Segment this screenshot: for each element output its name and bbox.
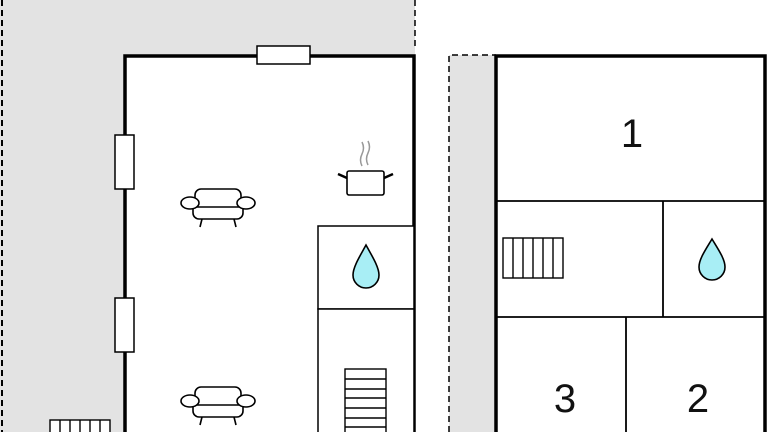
stairs-icon bbox=[49, 419, 111, 432]
window-icon bbox=[114, 297, 135, 353]
stairs-icon bbox=[344, 368, 387, 432]
room-label-3: 3 bbox=[554, 377, 576, 421]
cooking-pot-icon bbox=[337, 140, 394, 196]
window-icon bbox=[256, 45, 311, 65]
water-drop-icon bbox=[698, 237, 726, 281]
room-label-2: 2 bbox=[687, 377, 709, 421]
sofa-icon bbox=[180, 386, 256, 426]
property-boundary bbox=[448, 54, 496, 432]
water-drop-icon bbox=[352, 243, 380, 289]
window-icon bbox=[114, 134, 135, 190]
interior-walls bbox=[496, 200, 765, 432]
outdoor-area-right bbox=[449, 55, 496, 432]
sofa-icon bbox=[180, 188, 256, 228]
stairs-icon bbox=[502, 237, 564, 279]
room-label-1: 1 bbox=[621, 112, 643, 156]
